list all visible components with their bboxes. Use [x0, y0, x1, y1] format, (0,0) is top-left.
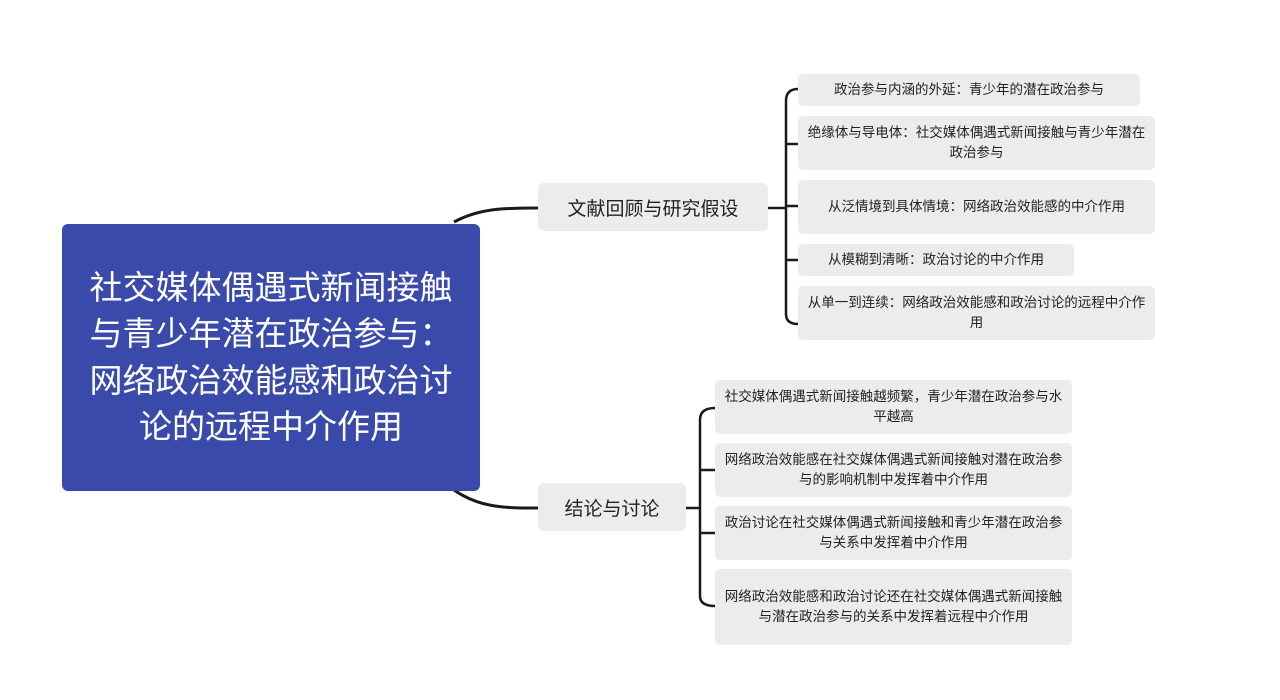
leaf-label: 从泛情境到具体情境：网络政治效能感的中介作用: [828, 199, 1125, 215]
leaf-conclusion-discussion[interactable]: 政治讨论在社交媒体偶遇式新闻接触和青少年潜在政治参与关系中发挥着中介作用: [715, 506, 1072, 560]
leaf-label: 网络政治效能感在社交媒体偶遇式新闻接触对潜在政治参与的影响机制中发挥着中介作用: [724, 452, 1063, 488]
leaf-label: 绝缘体与导电体：社交媒体偶遇式新闻接触与青少年潜在政治参与: [807, 125, 1146, 161]
connector-branch-1-bracket: [784, 87, 799, 326]
branch-literature-review[interactable]: 文献回顾与研究假设: [538, 183, 768, 231]
leaf-conclusion-remote[interactable]: 网络政治效能感和政治讨论还在社交媒体偶遇式新闻接触与潜在政治参与的关系中发挥着远…: [715, 569, 1072, 645]
branch-label: 文献回顾与研究假设: [567, 197, 739, 220]
leaf-conclusion-efficacy[interactable]: 网络政治效能感在社交媒体偶遇式新闻接触对潜在政治参与的影响机制中发挥着中介作用: [715, 443, 1072, 497]
leaf-label: 社交媒体偶遇式新闻接触越频繁，青少年潜在政治参与水平越高: [724, 389, 1063, 425]
central-topic-title: 社交媒体偶遇式新闻接触与青少年潜在政治参与：网络政治效能感和政治讨论的远程中介作…: [89, 268, 453, 446]
central-topic[interactable]: 社交媒体偶遇式新闻接触与青少年潜在政治参与：网络政治效能感和政治讨论的远程中介作…: [62, 224, 480, 491]
leaf-label: 网络政治效能感和政治讨论还在社交媒体偶遇式新闻接触与潜在政治参与的关系中发挥着远…: [724, 589, 1063, 625]
leaf-label: 从单一到连续：网络政治效能感和政治讨论的远程中介作用: [807, 295, 1146, 331]
branch-conclusion-discussion[interactable]: 结论与讨论: [538, 483, 686, 531]
leaf-label: 政治讨论在社交媒体偶遇式新闻接触和青少年潜在政治参与关系中发挥着中介作用: [724, 515, 1063, 551]
leaf-efficacy-mediation[interactable]: 从泛情境到具体情境：网络政治效能感的中介作用: [798, 180, 1155, 234]
leaf-conclusion-frequency[interactable]: 社交媒体偶遇式新闻接触越频繁，青少年潜在政治参与水平越高: [715, 380, 1072, 434]
connector-branch-2-bracket: [698, 406, 716, 608]
leaf-label: 政治参与内涵的外延：青少年的潜在政治参与: [834, 82, 1104, 98]
leaf-discussion-mediation[interactable]: 从模糊到清晰：政治讨论的中介作用: [798, 244, 1074, 276]
leaf-political-participation-extension[interactable]: 政治参与内涵的外延：青少年的潜在政治参与: [798, 74, 1140, 106]
connector-central-to-branch-2: [453, 488, 539, 510]
branch-label: 结论与讨论: [564, 497, 660, 520]
leaf-remote-mediation[interactable]: 从单一到连续：网络政治效能感和政治讨论的远程中介作用: [798, 286, 1155, 340]
leaf-label: 从模糊到清晰：政治讨论的中介作用: [828, 252, 1044, 268]
connector-central-to-branch-1: [453, 206, 539, 224]
leaf-insulator-conductor[interactable]: 绝缘体与导电体：社交媒体偶遇式新闻接触与青少年潜在政治参与: [798, 116, 1155, 170]
